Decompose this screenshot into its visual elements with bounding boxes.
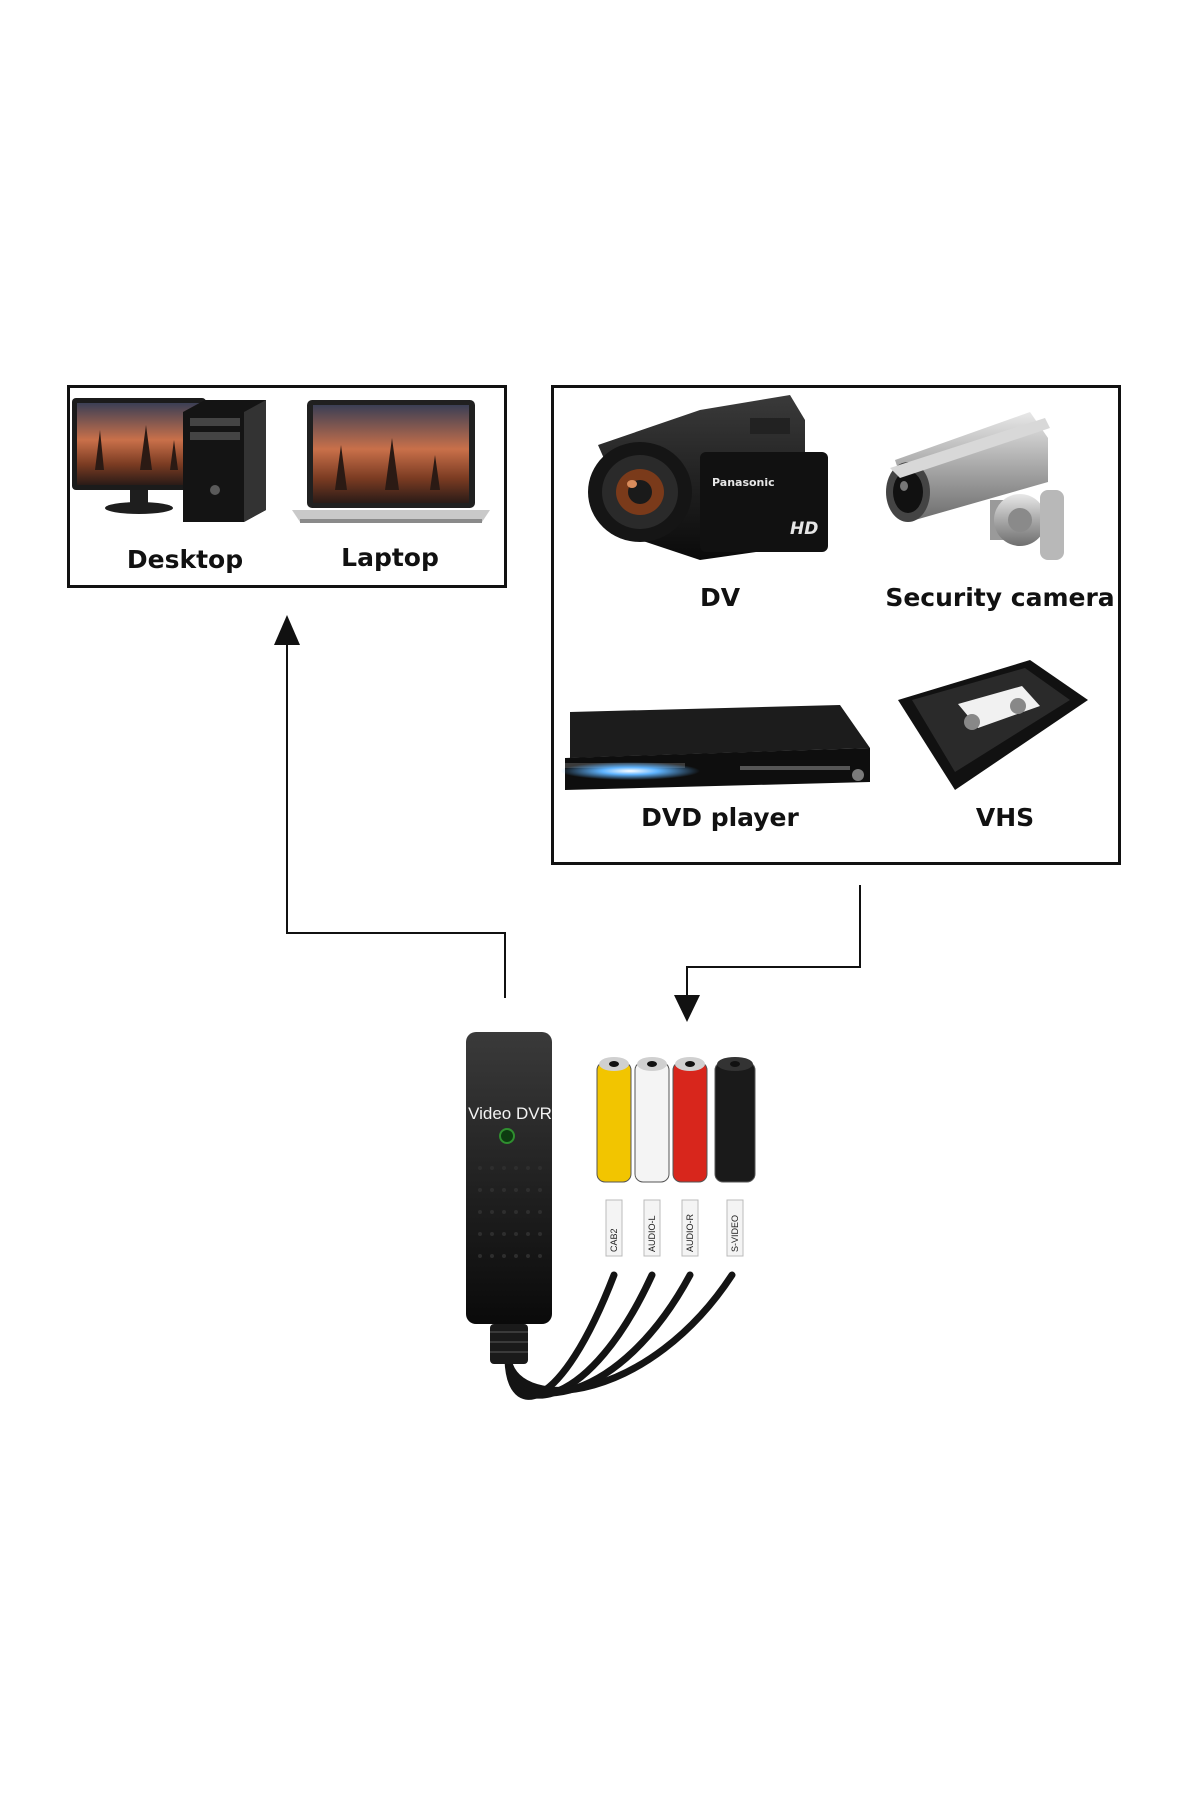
connector-4: S-VIDEO bbox=[714, 1057, 756, 1257]
camera-brand-text: Panasonic bbox=[712, 476, 775, 489]
desktop-label: Desktop bbox=[126, 545, 244, 574]
dvd-player-icon bbox=[560, 705, 870, 790]
connector-3: AUDIO-R bbox=[672, 1057, 708, 1257]
connector-2: AUDIO-L bbox=[634, 1057, 670, 1257]
cable-tag-text: AUDIO-R bbox=[685, 1214, 695, 1253]
camera-hd-badge: HD bbox=[790, 519, 818, 539]
vhs-cassette-icon bbox=[898, 660, 1088, 790]
dv-label: DV bbox=[699, 583, 741, 612]
desktop-monitor-icon bbox=[72, 398, 206, 514]
desktop-tower-icon bbox=[183, 400, 266, 522]
laptop-icon bbox=[292, 400, 490, 523]
input-arrow bbox=[674, 885, 861, 1022]
dvd-player-label: DVD player bbox=[641, 803, 799, 832]
cable-tag-text: S-VIDEO bbox=[730, 1215, 740, 1252]
cables bbox=[504, 1271, 736, 1400]
output-arrow bbox=[274, 615, 506, 998]
connector-group: CAB2 AUDIO-L AUDIO-R S-VIDEO bbox=[596, 1057, 756, 1257]
security-camera-icon bbox=[886, 412, 1064, 560]
dvr-device-label: Video DVR bbox=[468, 1104, 552, 1123]
vhs-label: VHS bbox=[975, 803, 1035, 832]
led-indicator-icon bbox=[499, 1128, 515, 1144]
usb-capture-dongle bbox=[466, 1032, 552, 1364]
cable-tag-text: AUDIO-L bbox=[647, 1215, 657, 1252]
laptop-label: Laptop bbox=[341, 543, 439, 572]
cable-tag-text: CAB2 bbox=[609, 1228, 619, 1252]
security-camera-label: Security camera bbox=[885, 583, 1115, 612]
connector-1: CAB2 bbox=[596, 1057, 632, 1257]
camcorder-icon: Panasonic HD bbox=[588, 395, 828, 560]
